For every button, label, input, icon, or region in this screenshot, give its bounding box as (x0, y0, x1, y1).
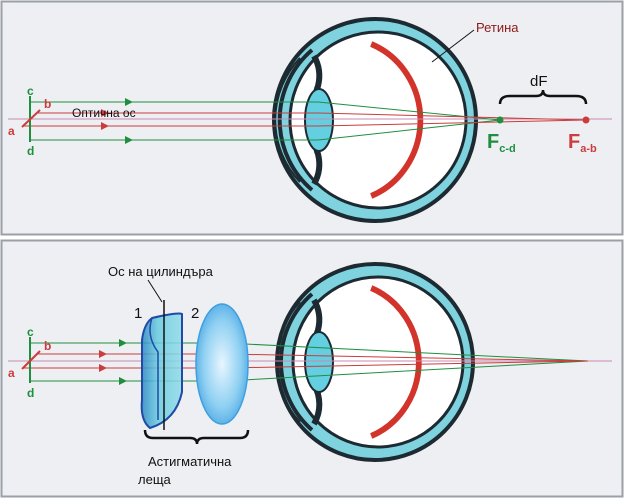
bottom-eye (275, 262, 475, 462)
astigmatic-lens-label-1: Астигматична (148, 454, 232, 469)
bottom-conv-d (224, 360, 589, 382)
top-focus-cd-main: F (487, 131, 499, 153)
bottom-conv-a (224, 360, 589, 369)
top-df-label: dF (530, 73, 548, 90)
top-focus-cd-sub: c-d (499, 143, 516, 155)
top-label-d: d (27, 144, 34, 158)
top-rays (8, 96, 612, 144)
bottom-label-a: a (8, 366, 15, 380)
top-eye (272, 17, 478, 223)
astigmatic-lens-brace (143, 429, 250, 445)
top-cornea-arc (277, 48, 314, 192)
bottom-retina-arc (370, 285, 422, 439)
top-focus-cd-dot (496, 116, 504, 124)
bottom-label-b: b (44, 339, 51, 353)
bottom-eye-lens (304, 331, 334, 393)
top-conv-b (317, 112, 587, 121)
top-retina-arc (370, 41, 424, 199)
top-focus-cd-label: Fc-d (487, 131, 516, 155)
top-object-diagonal (21, 109, 41, 128)
bottom-conv-b (224, 353, 589, 362)
bottom-cornea-arc-inner (275, 301, 301, 423)
bottom-object-diagonal (21, 350, 41, 370)
top-label-c: c (27, 84, 34, 98)
top-focus-ab-main: F (568, 131, 580, 153)
top-df-brace (498, 89, 588, 105)
top-optical-axis-label: Оптична ос (72, 106, 136, 120)
top-cornea-arc-inner (274, 57, 301, 183)
bottom-cornea-arc (278, 292, 314, 432)
astigmatic-lens-label-2: леща (138, 472, 172, 487)
cylinder-axis-label: Ос на цилиндъра (108, 264, 214, 279)
cylindrical-lens-1-edge (149, 317, 159, 420)
top-label-a: a (8, 124, 15, 138)
top-eye-inner (288, 30, 468, 210)
bottom-label-c: c (27, 325, 34, 339)
top-retina-leader (431, 29, 475, 63)
top-focus-ab-label: Fa-b (568, 131, 597, 155)
bottom-conv-c (224, 342, 589, 362)
top-eye-lens (304, 88, 334, 152)
top-conv-d (317, 119, 501, 141)
cylinder-axis-leader (147, 279, 163, 303)
top-focus-ab-sub: a-b (580, 143, 597, 155)
lens-number-1: 1 (134, 305, 142, 322)
top-retina-label: Ретина (476, 20, 519, 35)
bottom-eye-inner (291, 275, 465, 449)
top-label-b: b (44, 97, 51, 111)
top-conv-a (317, 119, 587, 127)
bottom-label-d: d (27, 386, 34, 400)
top-focus-ab-dot (582, 116, 590, 124)
lens-number-2: 2 (191, 305, 199, 322)
spherical-lens-2 (195, 303, 249, 425)
bottom-rays (8, 337, 612, 385)
